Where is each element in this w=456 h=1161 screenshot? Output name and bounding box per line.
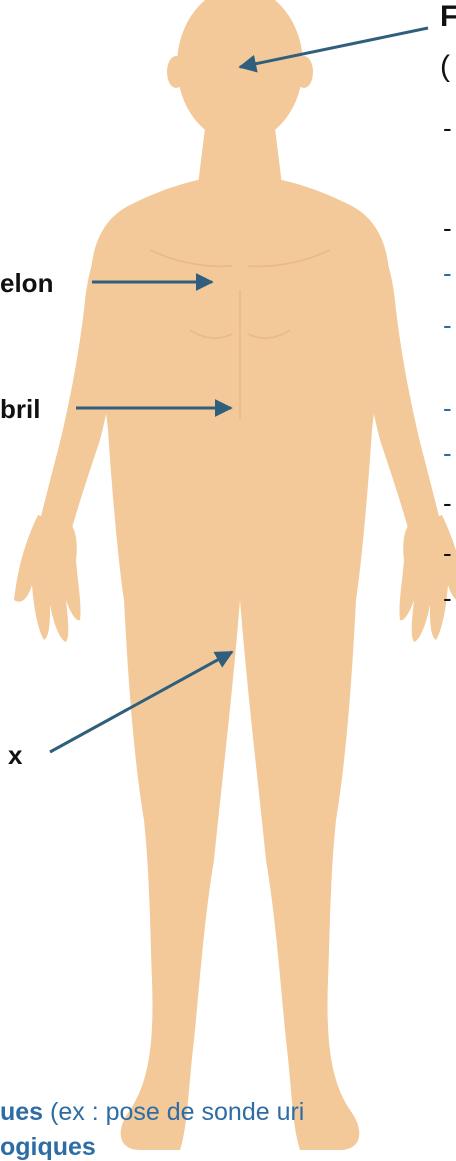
label-top-cut: F (440, 2, 456, 32)
human-silhouette (14, 0, 456, 1150)
list-item: - (443, 395, 452, 421)
right-hand (399, 515, 456, 642)
caption-line2-text: ogiques (0, 1133, 96, 1161)
caption-line-1: ues (ex : pose de sonde uri (0, 1100, 304, 1125)
list-item: - (443, 312, 452, 338)
list-item: - (443, 115, 452, 141)
left-hand (14, 515, 81, 642)
list-item: - (443, 585, 452, 611)
label-mamelon: elon (0, 270, 53, 296)
caption-rest: (ex : pose de sonde uri (43, 1098, 304, 1126)
list-item: - (443, 260, 452, 286)
caption-bold: ues (0, 1098, 43, 1126)
label-pubis: x (8, 742, 22, 768)
caption-line-2: ogiques (0, 1135, 96, 1160)
list-item: - (443, 540, 452, 566)
list-item: - (443, 490, 452, 516)
list-item: - (443, 215, 452, 241)
label-nombril: bril (0, 396, 40, 422)
label-top-paren: ( (440, 52, 450, 82)
list-item: - (443, 440, 452, 466)
